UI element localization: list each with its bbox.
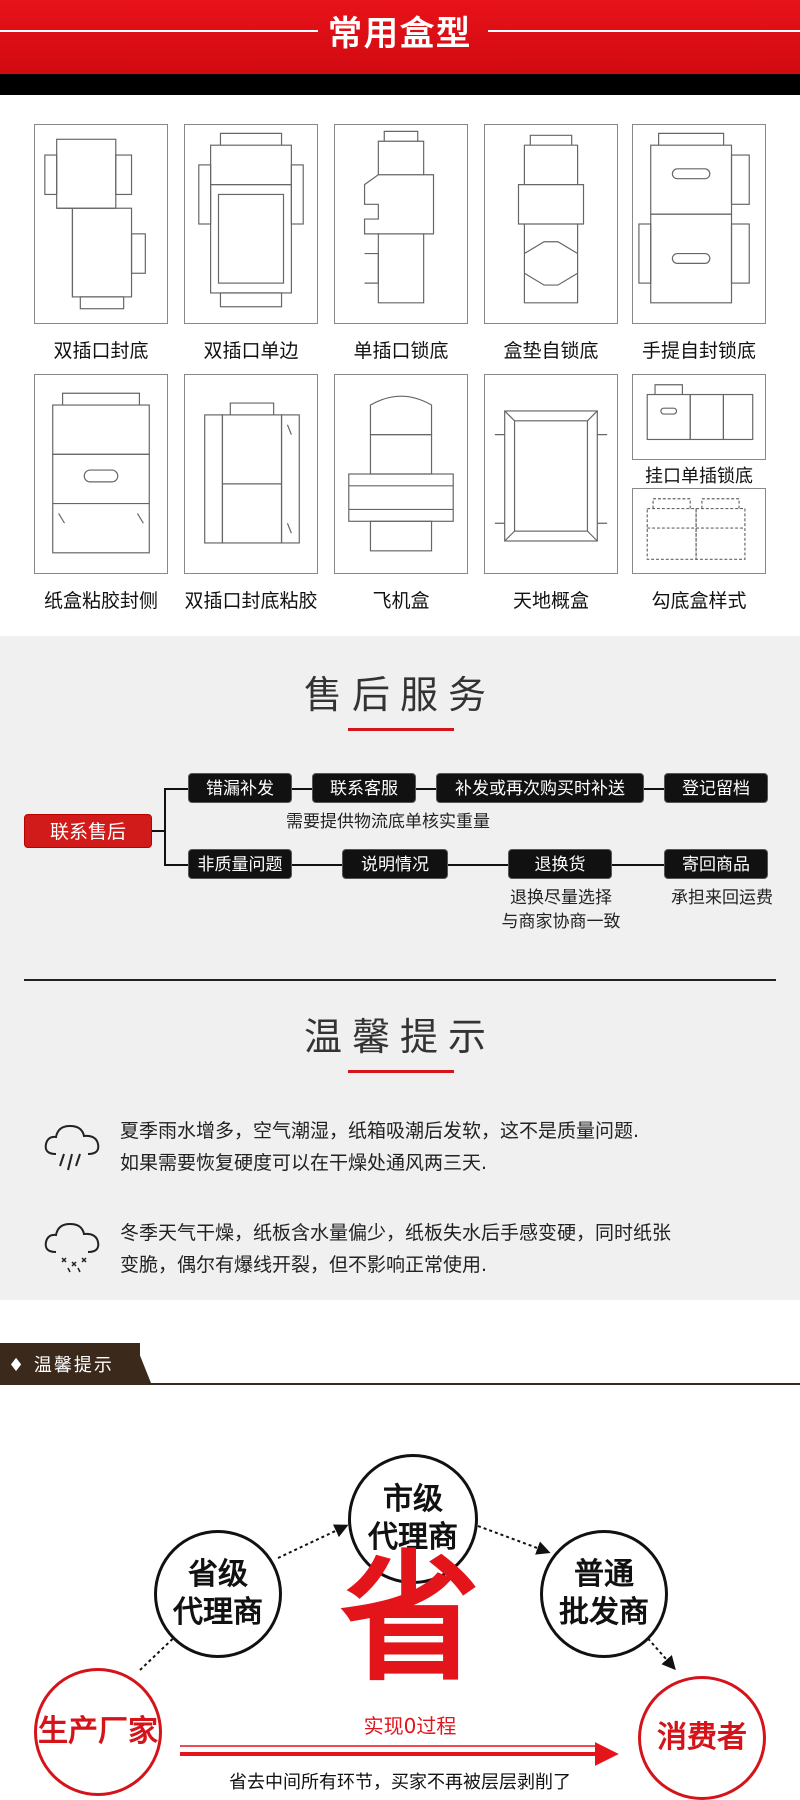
box-diagram-6 bbox=[34, 374, 168, 574]
box-label-5: 手提自封锁底 bbox=[641, 340, 756, 362]
box-label-11: 勾底盒样式 bbox=[651, 590, 747, 612]
node-wholesaler: 普通批发商 bbox=[540, 1530, 668, 1658]
tips-title-underline bbox=[348, 1070, 454, 1073]
flow-note-exchange-2: 与商家协商一致 bbox=[501, 912, 621, 932]
header-bar: 常用盒型 bbox=[0, 0, 800, 95]
box-diagram-3 bbox=[334, 124, 468, 324]
flow-step-send-back: 寄回商品 bbox=[664, 849, 768, 879]
box-label-6: 纸盒粘胶封侧 bbox=[43, 590, 158, 612]
flow-note-logistics: 需要提供物流底单核实重量 bbox=[286, 812, 490, 832]
after-sales-title-underline bbox=[348, 728, 454, 731]
zero-process-label: 实现0过程 bbox=[363, 1714, 457, 1738]
flow-step-non-quality: 非质量问题 bbox=[188, 849, 292, 879]
node-province-agent: 省级代理商 bbox=[154, 1530, 282, 1658]
tip-summer-line-1: 夏季雨水增多，空气潮湿，纸箱吸潮后发软，这不是质量问题. bbox=[120, 1120, 640, 1142]
after-sales-section bbox=[0, 636, 800, 1300]
box-diagram-4 bbox=[484, 124, 618, 324]
flow-step-register: 登记留档 bbox=[664, 773, 768, 803]
header-red-band bbox=[0, 0, 800, 74]
box-label-1: 双插口封底 bbox=[53, 340, 149, 362]
flow-note-shipping-cost: 承担来回运费 bbox=[671, 888, 773, 908]
section-divider bbox=[24, 979, 776, 981]
contact-after-sales-button[interactable]: 联系售后 bbox=[24, 814, 152, 848]
node-consumer: 消费者 bbox=[638, 1676, 766, 1800]
diamond-icon: ♦ bbox=[8, 1355, 34, 1376]
tips-banner-line bbox=[0, 1383, 800, 1385]
box-diagram-8 bbox=[334, 374, 468, 574]
flow-line-bottom bbox=[188, 864, 768, 866]
tip-summer-line-2: 如果需要恢复硬度可以在干燥处通风两三天. bbox=[120, 1152, 488, 1174]
box-diagram-7 bbox=[184, 374, 318, 574]
box-diagram-5 bbox=[632, 124, 766, 324]
after-sales-title: 售后服务 bbox=[303, 673, 496, 717]
box-diagram-2 bbox=[184, 124, 318, 324]
box-label-10: 挂口单插锁底 bbox=[645, 466, 753, 487]
node-city-agent: 市级代理商 bbox=[348, 1454, 478, 1584]
box-diagram-9 bbox=[484, 374, 618, 574]
flow-step-return-exchange: 退换货 bbox=[508, 849, 612, 879]
rain-cloud-icon bbox=[44, 1124, 100, 1171]
box-label-3: 单插口锁底 bbox=[353, 340, 449, 362]
flow-branch-vertical bbox=[164, 788, 166, 866]
box-label-7: 双插口封底粘胶 bbox=[184, 590, 318, 612]
tips-banner-tab bbox=[0, 1343, 140, 1383]
tips-banner-label: ♦ 温馨提示 bbox=[8, 1355, 114, 1376]
box-diagram-10 bbox=[632, 374, 766, 460]
tip-winter-line-1: 冬季天气干燥，纸板含水量偏少，纸板失水后手感变硬，同时纸张 bbox=[120, 1222, 672, 1244]
box-diagram-1 bbox=[34, 124, 168, 324]
tips-title: 温馨提示 bbox=[303, 1015, 496, 1059]
box-label-2: 双插口单边 bbox=[203, 340, 299, 362]
flow-step-contact-service: 联系客服 bbox=[312, 773, 416, 803]
save-big-character: 省 bbox=[340, 1538, 481, 1701]
page-title: 常用盒型 bbox=[328, 14, 472, 54]
snow-cloud-icon bbox=[44, 1222, 100, 1273]
box-label-4: 盒垫自锁底 bbox=[503, 340, 599, 362]
tip-winter-line-2: 变脆，偶尔有爆线开裂，但不影响正常使用. bbox=[120, 1254, 488, 1276]
box-label-9: 天地概盒 bbox=[512, 590, 589, 612]
header-line-right bbox=[488, 30, 800, 32]
flow-note-exchange-1: 退换尽量选择 bbox=[510, 888, 612, 908]
flow-step-missing-reissue: 错漏补发 bbox=[188, 773, 292, 803]
box-diagram-11 bbox=[632, 488, 766, 574]
flow-step-reissue-or-gift: 补发或再次购买时补送 bbox=[436, 773, 644, 803]
flow-step-explain: 说明情况 bbox=[342, 849, 448, 879]
box-label-8: 飞机盒 bbox=[372, 590, 430, 612]
distribution-bottom-note: 省去中间所有环节，买家不再被层层剥削了 bbox=[229, 1772, 571, 1793]
node-factory: 生产厂家 bbox=[34, 1668, 162, 1796]
header-line-left bbox=[0, 30, 318, 32]
